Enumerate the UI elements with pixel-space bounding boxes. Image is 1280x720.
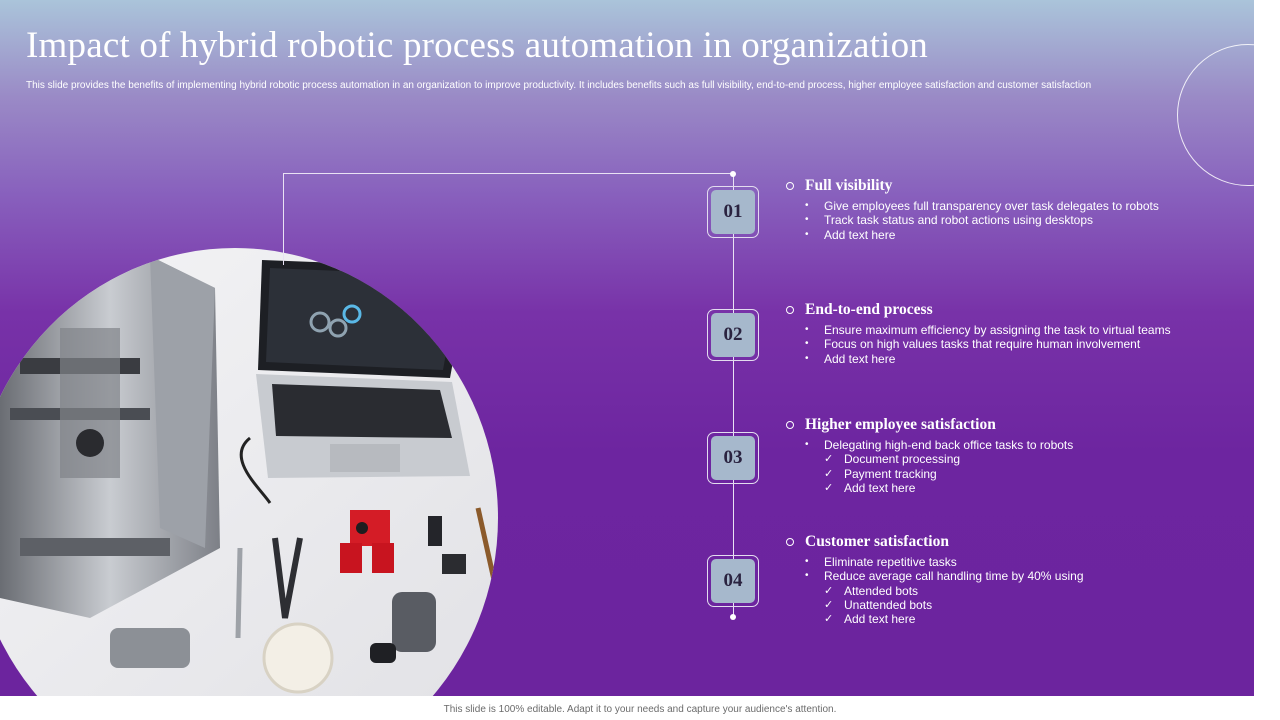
connector-line-vertical <box>283 173 284 265</box>
check-item: Add text here <box>786 481 1206 496</box>
bullet-list: Ensure maximum efficiency by assigning t… <box>786 323 1206 366</box>
step-number: 04 <box>711 559 755 603</box>
step-number: 03 <box>711 436 755 480</box>
bullet-item: Eliminate repetitive tasks <box>786 555 1206 570</box>
bullet-item: Track task status and robot actions usin… <box>786 213 1206 228</box>
bullet-list: Give employees full transparency over ta… <box>786 199 1206 242</box>
step-badge-04: 04 <box>707 555 759 607</box>
ring-bullet-icon <box>786 306 794 314</box>
check-item: Attended bots <box>786 584 1206 599</box>
timeline-start-dot <box>730 171 736 177</box>
section-header: Higher employee satisfaction <box>786 415 1206 435</box>
section-end-to-end-process: End-to-end process Ensure maximum effici… <box>786 300 1206 366</box>
timeline-end-dot <box>730 614 736 620</box>
bullet-item: Delegating high-end back office tasks to… <box>786 438 1206 453</box>
section-title: End-to-end process <box>805 301 933 318</box>
section-title: Customer satisfaction <box>805 533 949 550</box>
section-customer-satisfaction: Customer satisfaction Eliminate repetiti… <box>786 532 1206 627</box>
bullet-item: Focus on high values tasks that require … <box>786 337 1206 352</box>
footer-note: This slide is 100% editable. Adapt it to… <box>443 704 837 715</box>
ring-bullet-icon <box>786 182 794 190</box>
timeline-line <box>733 174 734 617</box>
section-title: Higher employee satisfaction <box>805 416 996 433</box>
section-header: Full visibility <box>786 176 1206 196</box>
connector-line-horizontal <box>283 173 734 174</box>
check-item: Add text here <box>786 612 1206 627</box>
bullet-list: Eliminate repetitive tasks Reduce averag… <box>786 555 1206 627</box>
ring-bullet-icon <box>786 538 794 546</box>
decorative-circle <box>1177 44 1254 186</box>
section-title: Full visibility <box>805 177 893 194</box>
section-header: Customer satisfaction <box>786 532 1206 552</box>
check-item: Payment tracking <box>786 467 1206 482</box>
section-full-visibility: Full visibility Give employees full tran… <box>786 176 1206 242</box>
check-item: Document processing <box>786 452 1206 467</box>
bullet-list: Delegating high-end back office tasks to… <box>786 438 1206 495</box>
step-badge-01: 01 <box>707 186 759 238</box>
bullet-item: Add text here <box>786 228 1206 243</box>
step-badge-02: 02 <box>707 309 759 361</box>
slide-canvas: Impact of hybrid robotic process automat… <box>0 0 1254 696</box>
robotics-photo <box>0 248 500 696</box>
step-number: 02 <box>711 313 755 357</box>
section-header: End-to-end process <box>786 300 1206 320</box>
step-badge-03: 03 <box>707 432 759 484</box>
section-higher-employee-satisfaction: Higher employee satisfaction Delegating … <box>786 415 1206 495</box>
slide-subtitle: This slide provides the benefits of impl… <box>26 80 1092 91</box>
bullet-item: Give employees full transparency over ta… <box>786 199 1206 214</box>
bullet-item: Add text here <box>786 352 1206 367</box>
bullet-item: Ensure maximum efficiency by assigning t… <box>786 323 1206 338</box>
step-number: 01 <box>711 190 755 234</box>
slide-title: Impact of hybrid robotic process automat… <box>26 25 928 66</box>
bullet-item: Reduce average call handling time by 40%… <box>786 569 1206 584</box>
ring-bullet-icon <box>786 421 794 429</box>
photo-content <box>0 248 498 696</box>
check-item: Unattended bots <box>786 598 1206 613</box>
